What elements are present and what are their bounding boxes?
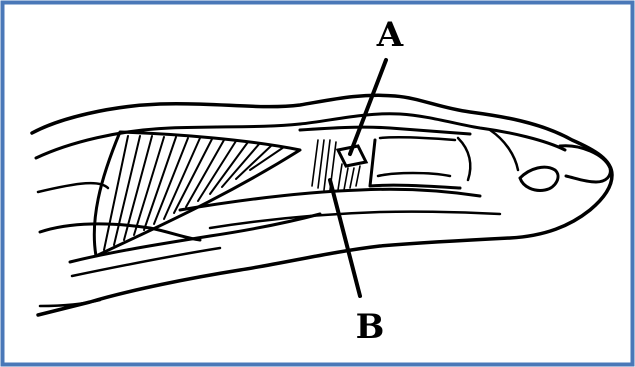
leader-line-b xyxy=(330,180,360,296)
finger-outline xyxy=(32,95,612,315)
label-b: B xyxy=(356,307,385,347)
label-a: A xyxy=(376,15,404,55)
leader-line-a xyxy=(350,60,386,154)
muscle-hatching xyxy=(104,136,284,250)
